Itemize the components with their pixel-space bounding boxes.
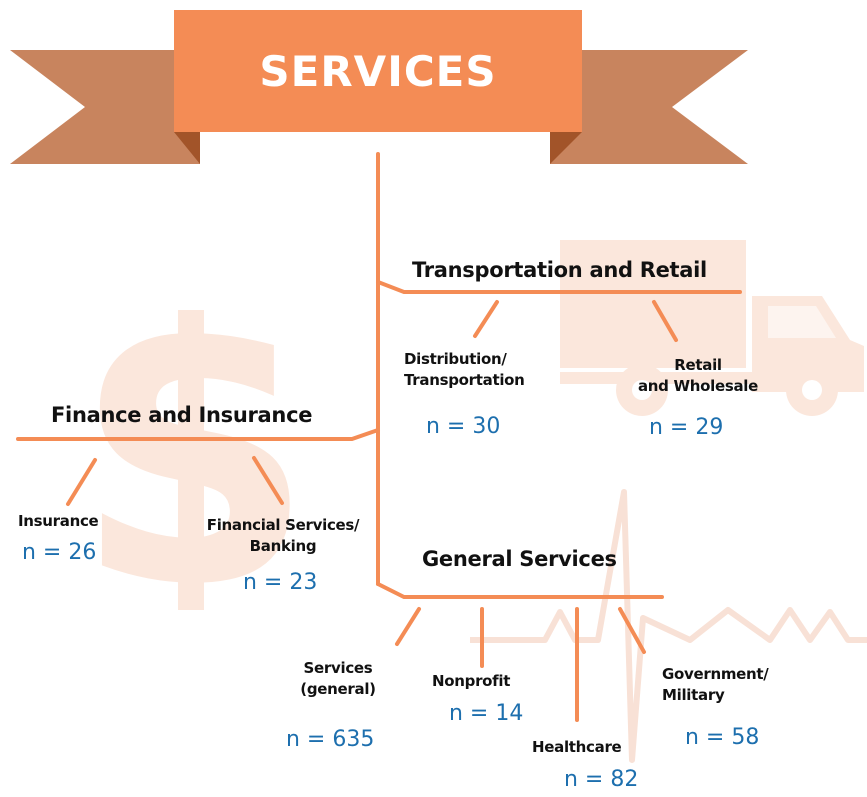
- truck-icon: [560, 240, 864, 416]
- subcategory-government-military: Government/ Military: [662, 665, 769, 704]
- services-general-connector: [395, 607, 421, 646]
- banner-left-tail: [10, 50, 200, 164]
- count-retail-wholesale: n = 29: [649, 415, 724, 440]
- banner-left-fold: [174, 132, 200, 164]
- category-finance-insurance: Finance and Insurance: [51, 403, 313, 427]
- banner-right-fold: [550, 132, 582, 164]
- finance-bar: [16, 428, 380, 441]
- general-services-bar: [376, 582, 664, 599]
- retail-connector: [652, 300, 678, 342]
- distribution-connector: [473, 300, 499, 338]
- svg-text:S: S: [76, 272, 314, 656]
- subcategory-financial-services-banking: Financial Services/ Banking: [206, 516, 360, 555]
- count-government-military: n = 58: [685, 725, 760, 750]
- transportation-bar: [376, 280, 742, 294]
- banner-body: [174, 10, 582, 132]
- category-transportation-retail: Transportation and Retail: [412, 258, 707, 282]
- services-banner: [10, 10, 748, 164]
- count-nonprofit: n = 14: [449, 701, 524, 726]
- category-general-services: General Services: [422, 547, 617, 571]
- subcategory-healthcare: Healthcare: [532, 738, 622, 756]
- dollar-sign-icon: S: [76, 272, 314, 656]
- connector-lines: [16, 152, 742, 722]
- government-connector: [618, 607, 646, 654]
- subcategory-insurance: Insurance: [18, 512, 99, 530]
- insurance-connector: [66, 458, 97, 506]
- banner-title: SERVICES: [259, 46, 497, 96]
- financial-connector: [252, 456, 284, 505]
- subcategory-services-general: Services (general): [300, 659, 376, 698]
- count-services-general: n = 635: [286, 727, 375, 752]
- subcategory-distribution-transportation: Distribution/ Transportation: [404, 350, 525, 389]
- banner-right-tail: [550, 50, 748, 164]
- count-insurance: n = 26: [22, 540, 97, 565]
- heartbeat-icon: [470, 489, 867, 763]
- count-healthcare: n = 82: [564, 767, 639, 792]
- subcategory-nonprofit: Nonprofit: [432, 672, 511, 690]
- count-distribution-transportation: n = 30: [426, 414, 501, 439]
- count-financial-services-banking: n = 23: [243, 570, 318, 595]
- subcategory-retail-wholesale: Retail and Wholesale: [637, 356, 759, 395]
